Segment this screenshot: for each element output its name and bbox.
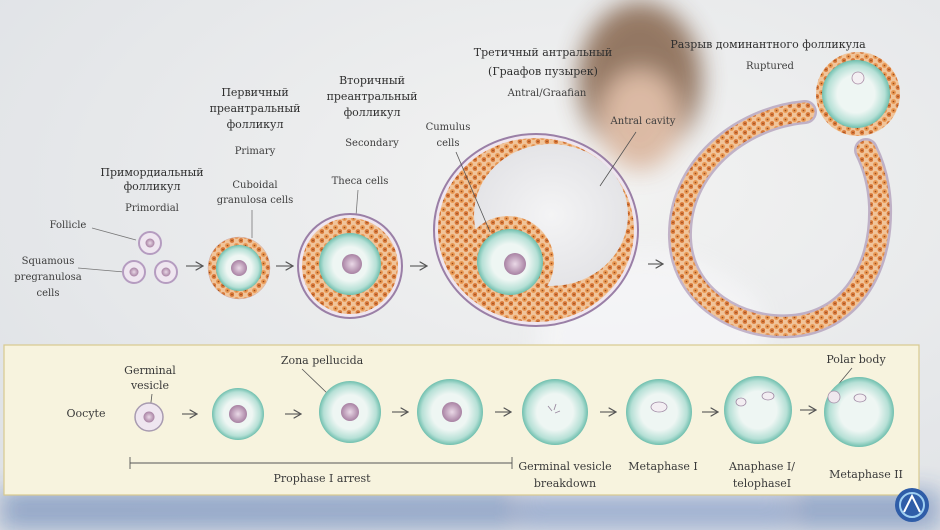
primordial-stage: Примордиальный фолликул Primordial Folli…	[14, 166, 203, 299]
primary-title-ru-2: преантральный	[210, 102, 301, 115]
germinal-vesicle-label-2: vesicle	[130, 379, 169, 392]
primordial-title-en: Primordial	[125, 203, 179, 214]
primary-nucleus	[231, 260, 247, 276]
oocyte-row-label: Oocyte	[67, 407, 106, 420]
secondary-nucleus	[342, 254, 362, 274]
secondary-title-ru-1: Вторичный	[339, 74, 405, 87]
antral-title-ru-1: Третичный антральный	[474, 46, 612, 59]
oocyte-zona	[319, 381, 381, 443]
germinal-vesicle-label-1: Germinal	[124, 364, 176, 377]
antral-title-en: Antral/Graafian	[507, 88, 587, 99]
metaphase1-label: Metaphase I	[628, 460, 697, 473]
polar-body-label: Polar body	[826, 353, 886, 366]
secondary-title-ru-3: фолликул	[344, 106, 401, 119]
oocyte-metaphase-1	[626, 379, 692, 445]
squamous-label-2: pregranulosa	[14, 272, 81, 283]
primordial-title-ru-2: фолликул	[124, 180, 181, 193]
primordial-follicle-2	[123, 261, 145, 283]
antral-cavity-label: Antral cavity	[610, 116, 676, 127]
cumulus-label-2: cells	[436, 138, 459, 149]
ruptured-stage: Разрыв доминантного фолликула Ruptured	[670, 38, 900, 326]
primordial-title-ru-1: Примордиальный	[100, 166, 203, 179]
follicle-label: Follicle	[50, 220, 87, 231]
ruptured-title-en: Ruptured	[746, 61, 795, 72]
primary-stage: Первичный преантральный фолликул Primary…	[208, 86, 300, 299]
oocyte-gvbd	[522, 379, 588, 445]
brand-logo-icon	[895, 488, 929, 522]
secondary-stage: Вторичный преантральный фолликул Seconda…	[298, 74, 417, 318]
oocyte-metaphase-2	[824, 377, 894, 447]
prophase-label: Prophase I arrest	[273, 472, 371, 485]
anaphase-label-1: Anaphase I/	[728, 460, 795, 473]
primordial-follicle-3	[155, 261, 177, 283]
oocyte-full-grown	[417, 379, 483, 445]
primordial-follicle-1	[139, 232, 161, 254]
ruptured-title-ru: Разрыв доминантного фолликула	[670, 38, 866, 51]
cuboidal-label-1: Cuboidal	[232, 180, 277, 191]
released-chromosomes	[852, 72, 864, 84]
squamous-label-3: cells	[36, 288, 59, 299]
secondary-title-en: Secondary	[345, 138, 399, 149]
gvbd-label-1: Germinal vesicle	[518, 460, 611, 473]
oocyte-maturation-panel: Oocyte Germinal vesicle Zona pellucida P…	[4, 345, 919, 495]
antral-title-ru-2: (Граафов пузырек)	[488, 65, 598, 78]
antral-stage: Третичный антральный (Граафов пузырек) A…	[426, 46, 676, 326]
gvbd-label-2: breakdown	[534, 477, 596, 490]
primary-title-ru-1: Первичный	[221, 86, 288, 99]
primary-title-en: Primary	[235, 146, 276, 157]
primary-title-ru-3: фолликул	[227, 118, 284, 131]
cumulus-label-1: Cumulus	[426, 122, 471, 133]
theca-label: Theca cells	[332, 176, 389, 187]
metaphase2-label: Metaphase II	[829, 468, 903, 481]
oocyte-growing	[212, 388, 264, 440]
antral-nucleus	[504, 253, 526, 275]
polar-body	[828, 391, 840, 403]
cuboidal-label-2: granulosa cells	[217, 195, 294, 206]
squamous-label-1: Squamous	[22, 256, 75, 267]
zona-pellucida-label: Zona pellucida	[281, 354, 364, 367]
secondary-title-ru-2: преантральный	[327, 90, 418, 103]
oocyte-anaphase-1	[724, 376, 792, 444]
oocyte-gv	[135, 403, 163, 431]
anaphase-label-2: telophaseI	[733, 477, 791, 490]
released-oocyte	[822, 60, 890, 128]
